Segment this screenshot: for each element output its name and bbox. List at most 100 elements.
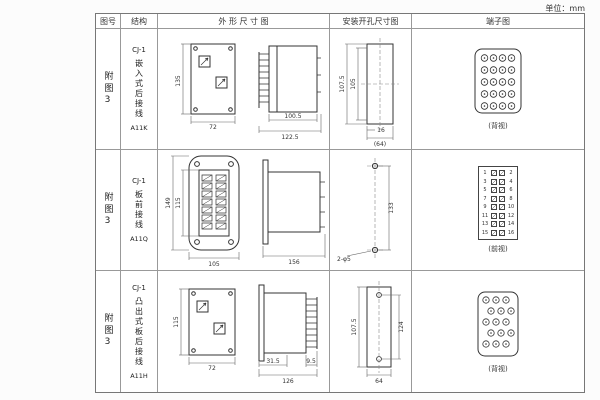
code-label: A11H (130, 371, 148, 380)
terminal-row: 11 12 (481, 212, 515, 219)
terminal-pin (499, 170, 505, 177)
outline-cell-a11k: 135 72 100.5 122.5 (158, 29, 330, 150)
terminal-pin (491, 212, 497, 219)
header-structure: 结构 (121, 14, 158, 29)
header-mounting: 安装开孔尺寸图 (330, 14, 412, 29)
code-label: A11K (130, 124, 148, 132)
dim-front-width: 72 (209, 124, 217, 131)
terminal-number: 10 (507, 204, 515, 211)
terminal-number: 7 (483, 195, 487, 202)
terminal-drawing-a11h (477, 291, 519, 356)
model-label: CJ-1 (132, 177, 146, 185)
terminal-pin (499, 212, 505, 219)
outline-drawing-a11h: 115 72 31.5 9.5 126 (173, 284, 317, 385)
dim-pin-depth: 9.5 (306, 358, 316, 365)
mounting-cell-a11k: 107.5 105 16 (64) (330, 29, 412, 150)
terminal-number: 8 (509, 195, 513, 202)
terminal-circles (482, 295, 515, 348)
mounting-cell-a11h: 107.5 124 64 (330, 271, 412, 392)
outline-drawing-a11k: 135 72 100.5 122.5 (175, 43, 321, 141)
mounting-cell-a11q: 133 2-φ5 (330, 150, 412, 271)
structure-cell-a11q: CJ-1 板前接线 A11Q (121, 150, 158, 271)
terminal-cell-a11k: (背视) (412, 29, 584, 150)
fig-label: 附图3 (102, 70, 113, 108)
terminal-cell-a11h: (背视) (412, 271, 584, 392)
view-label: (背视) (488, 364, 508, 373)
structure-label: 板前接线 (134, 190, 144, 230)
dim-flange-depth: 31.5 (266, 358, 280, 365)
terminal-row: 13 14 (481, 221, 515, 228)
dimension-lines (178, 288, 317, 377)
dim-side-depth-total: 122.5 (281, 134, 298, 141)
dim-side-depth-total: 126 (282, 378, 294, 385)
side-view (258, 284, 317, 361)
code-label: A11Q (130, 235, 148, 243)
unit-label: 单位：mm (545, 4, 585, 13)
structure-label: 嵌入式后接线 (134, 59, 144, 119)
structure-cell-a11h: CJ-1 凸出式板后接线 A11H (121, 271, 158, 392)
center-lines (360, 38, 399, 130)
dim-hole-spacing: 133 (388, 202, 395, 214)
terminal-number: 12 (507, 212, 515, 219)
structure-cell-a11k: CJ-1 嵌入式后接线 A11K (121, 29, 158, 150)
terminal-number: 13 (481, 221, 489, 228)
front-view (190, 43, 235, 115)
terminal-pin (491, 221, 497, 228)
terminal-circles (480, 54, 516, 110)
dimension-lines (170, 155, 325, 260)
dimension-lines (180, 43, 321, 133)
terminal-pin (499, 204, 505, 211)
terminal-pin (499, 195, 505, 202)
fig-cell-a11h: 附图3 (96, 271, 121, 392)
dim-cutout-height: 107.5 (351, 318, 358, 335)
model-label: CJ-1 (132, 283, 146, 292)
dimension-labels: 107.5 105 16 (64) (339, 75, 386, 148)
structure-label: 凸出式板后接线 (134, 296, 144, 367)
front-view (188, 288, 235, 355)
terminal-dots (485, 298, 512, 345)
fig-cell-a11q: 附图3 (96, 150, 121, 271)
dim-cutout-height: 107.5 (339, 75, 346, 92)
terminal-number: 16 (507, 229, 515, 236)
terminal-row: 9 10 (481, 204, 515, 211)
center-lines (366, 158, 383, 258)
dimension-labels: 107.5 124 64 (351, 318, 405, 385)
view-label: (前视) (488, 244, 508, 253)
outline-drawing-a11q: 149 115 105 156 (165, 155, 325, 268)
mounting-drawing-a11h: 107.5 124 64 (351, 280, 405, 385)
header-outline: 外 形 尺 寸 图 (158, 14, 330, 29)
dim-side-depth: 156 (288, 259, 300, 266)
terminal-number: 4 (509, 178, 513, 185)
view-label: (背视) (488, 122, 508, 130)
fig-label: 附图3 (102, 191, 113, 229)
terminal-number: 9 (483, 204, 487, 211)
fig-cell-a11k: 附图3 (96, 29, 121, 150)
spec-table: 图号 结构 外 形 尺 寸 图 安装开孔尺寸图 端子图 附图3 CJ-1 嵌入式… (95, 13, 585, 393)
terminal-number: 11 (481, 212, 489, 219)
terminal-number: 2 (509, 170, 513, 177)
dim-front-height: 149 (165, 197, 172, 209)
dim-front-width: 105 (208, 261, 220, 268)
dim-front-width: 72 (208, 365, 216, 372)
dim-cutout-width: (64) (373, 141, 385, 148)
side-view (258, 45, 321, 113)
dimension-labels: 135 72 100.5 122.5 (175, 75, 302, 141)
dim-cutout-width: 64 (375, 378, 383, 385)
dimension-labels: 115 72 31.5 9.5 126 (173, 316, 316, 385)
terminal-dots (483, 57, 513, 107)
outline-cell-a11q: 149 115 105 156 (158, 150, 330, 271)
terminal-pin (491, 229, 497, 236)
terminal-drawing-a11k (474, 48, 522, 114)
terminal-number: 1 (483, 170, 487, 177)
terminal-number: 14 (507, 221, 515, 228)
dim-side-depth: 100.5 (284, 113, 301, 120)
terminal-pin (499, 229, 505, 236)
dim-edge-offset: 16 (377, 127, 385, 134)
dimension-lines (344, 43, 393, 140)
fig-label: 附图3 (102, 313, 113, 350)
terminal-pin (499, 221, 505, 228)
terminal-pin (491, 195, 497, 202)
